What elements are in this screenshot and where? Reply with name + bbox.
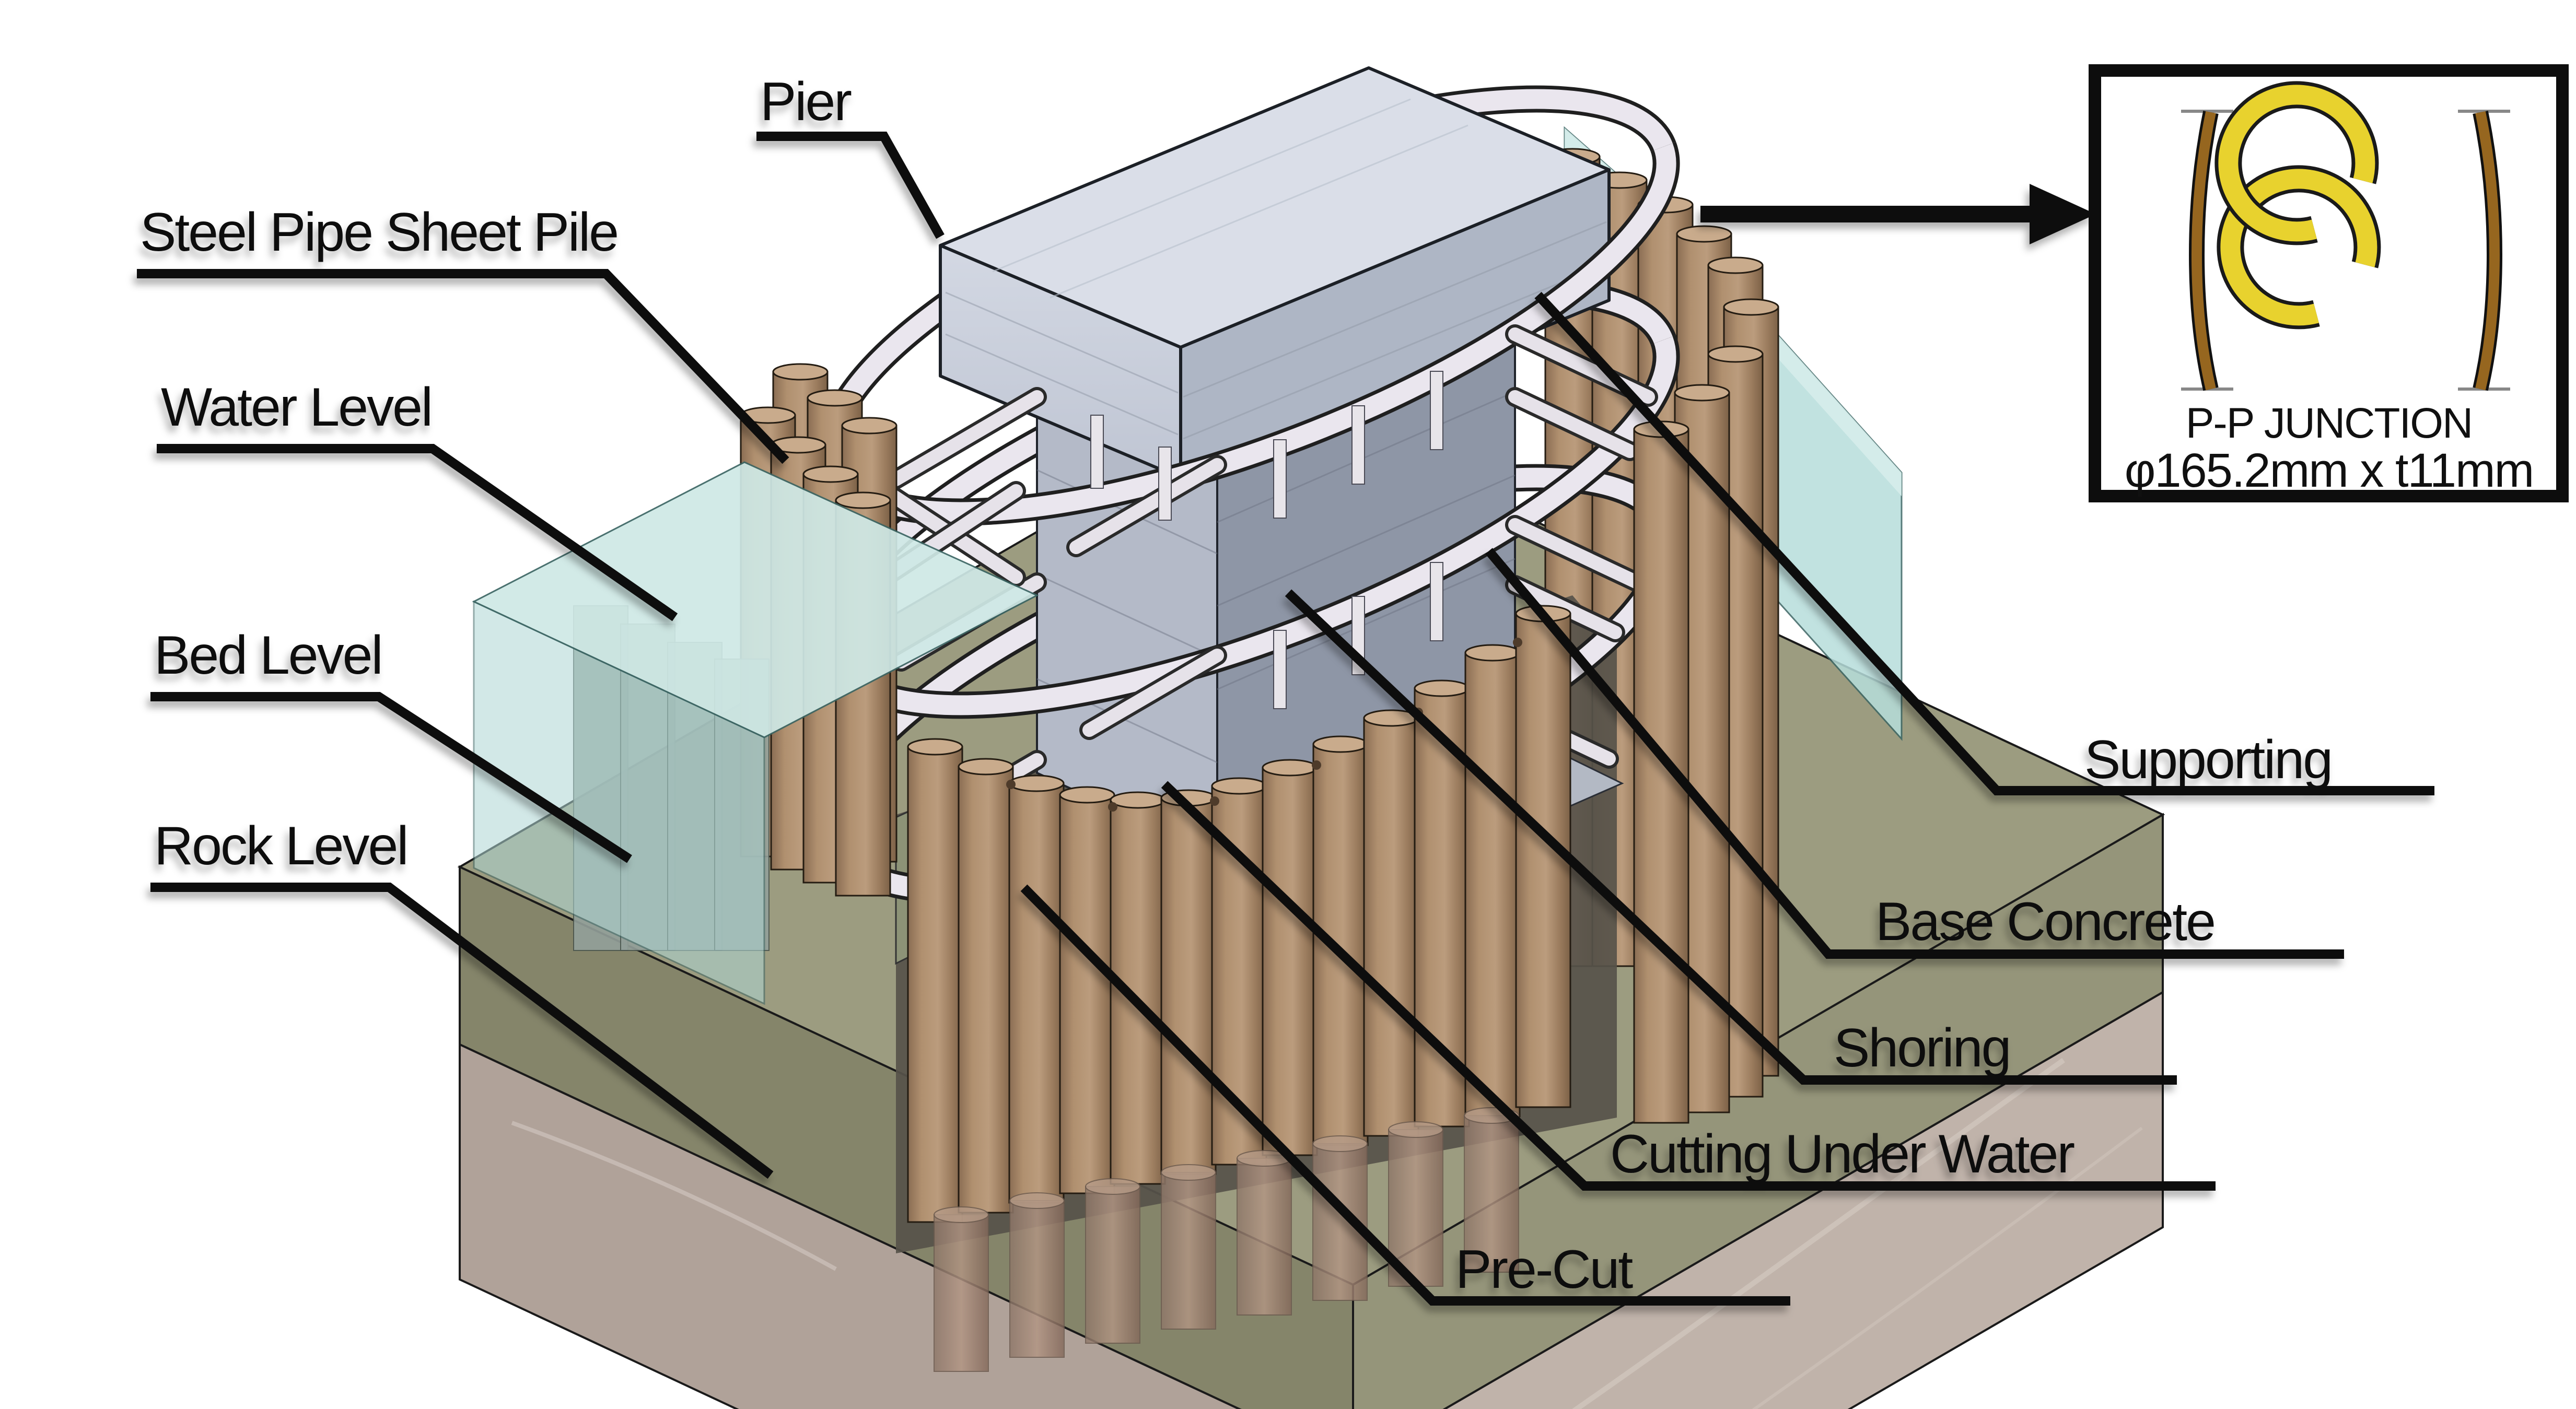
label-water-level: Water Level xyxy=(161,377,432,438)
label-pre-cut: Pre-Cut xyxy=(1455,1239,1633,1300)
pile-junction-knob xyxy=(1108,802,1117,812)
leader-shoring xyxy=(1285,589,2177,1085)
pile-group-front-colonnade xyxy=(907,605,1571,1223)
pier-cap xyxy=(939,66,1611,479)
leader-water-level xyxy=(157,444,678,621)
pile-flange-left-icon xyxy=(2181,110,2233,391)
pile-junction-knob xyxy=(1312,760,1321,770)
leader-pre-cut xyxy=(1020,884,1790,1306)
leader-pier xyxy=(756,132,945,239)
leader-supporting xyxy=(1534,291,2434,795)
leader-cutting-under-water xyxy=(1161,781,2216,1191)
label-supporting: Supporting xyxy=(2084,730,2332,790)
detail-box: P-P JUNCTION φ165.2mm x t11mm xyxy=(2089,64,2569,502)
label-steel-pipe-sheet-pile: Steel Pipe Sheet Pile xyxy=(140,202,617,263)
water-face-left xyxy=(473,600,765,1005)
pile-flange-right-icon xyxy=(2458,110,2510,391)
leader-steel-pipe-sheet-pile xyxy=(137,269,789,464)
label-bed-level: Bed Level xyxy=(154,625,382,686)
pier-cap-right-face xyxy=(1179,168,1611,479)
pile-junction-knob xyxy=(1210,796,1219,806)
leader-base-concrete xyxy=(1485,548,2344,959)
leader-bed-level xyxy=(150,692,632,863)
annotations: Pier Steel Pipe Sheet Pile Water Level B… xyxy=(137,72,2434,1306)
label-base-concrete: Base Concrete xyxy=(1875,891,2214,952)
water-left xyxy=(472,461,1039,1005)
rock-marbling xyxy=(1752,1126,2143,1409)
label-cutting-under-water: Cutting Under Water xyxy=(1610,1124,2074,1184)
detail-box-title: P-P JUNCTION xyxy=(2186,400,2473,447)
label-shoring: Shoring xyxy=(1834,1018,2010,1078)
detail-box-spec: φ165.2mm x t11mm xyxy=(2125,444,2534,497)
leader-rock-level xyxy=(150,883,774,1179)
pile-group-right-endcap xyxy=(1633,298,1779,1124)
pile-junction-knob xyxy=(1513,638,1522,647)
label-rock-level: Rock Level xyxy=(154,816,407,876)
rock-marbling xyxy=(511,1121,837,1271)
pile-group-rock-stubs xyxy=(934,1107,1519,1372)
interlocking-junction-rings-icon xyxy=(2214,81,2381,330)
label-pier: Pier xyxy=(760,72,851,132)
detail-callout-arrow-icon xyxy=(1700,184,2096,244)
pile-junction-knob xyxy=(1006,780,1016,789)
